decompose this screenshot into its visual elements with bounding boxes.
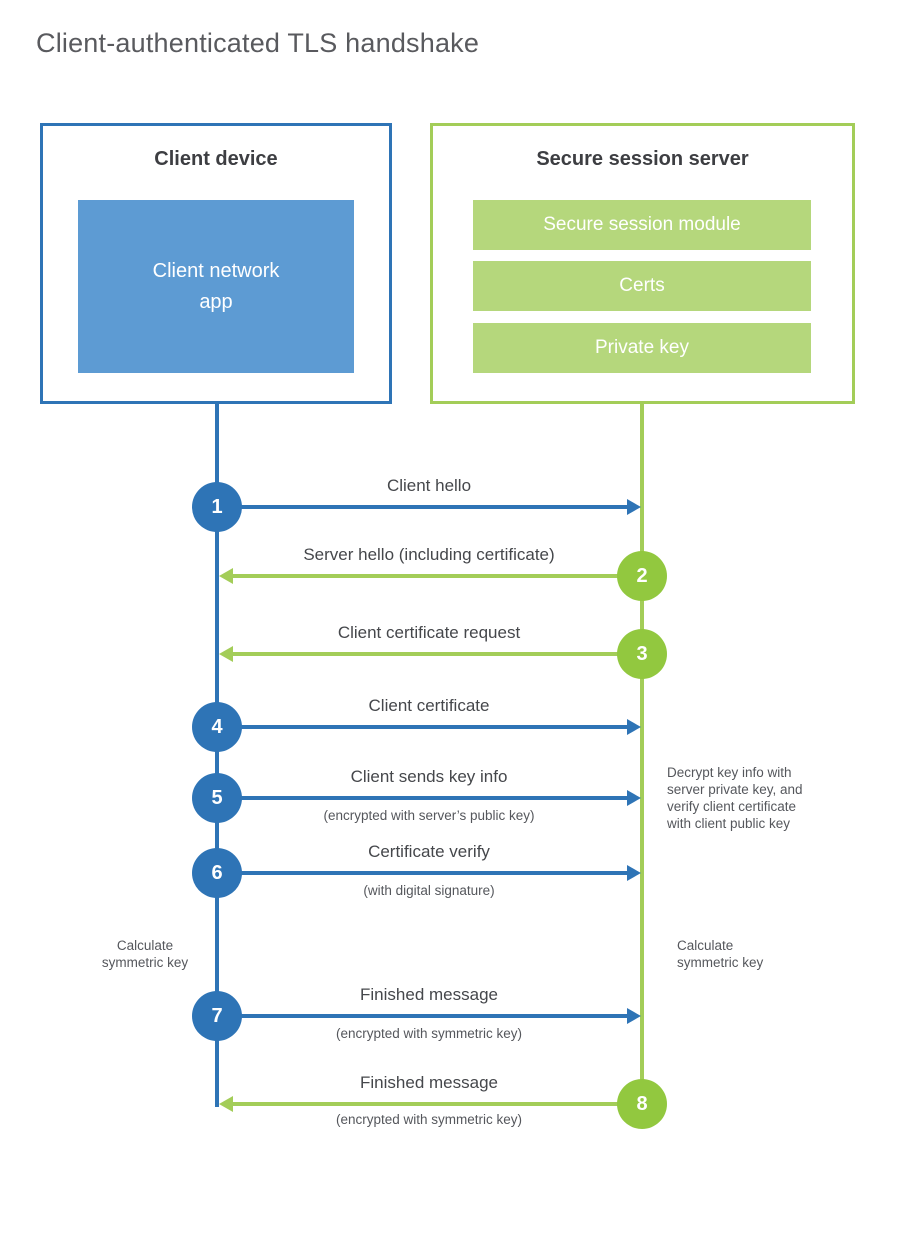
arrow-head-right-icon [627, 719, 641, 735]
step-number-badge: 5 [192, 773, 242, 823]
message-label: Client sends key info [350, 767, 508, 786]
arrow-head-left-icon [219, 1096, 233, 1112]
arrow-head-right-icon [627, 790, 641, 806]
arrow-head-right-icon [627, 1008, 641, 1024]
page-title: Client-authenticated TLS handshake [36, 28, 480, 58]
step-number-badge: 1 [192, 482, 242, 532]
client-network-app-box: Client network app [78, 200, 354, 373]
arrow-line [233, 574, 642, 578]
calculate-symmetric-key-note-left: Calculate symmetric key [101, 938, 189, 970]
arrow-line [233, 652, 642, 656]
server-row-certs: Certs [473, 261, 811, 311]
message-label: Finished message [360, 985, 498, 1004]
message-sublabel: (encrypted with symmetric key) [335, 1112, 523, 1127]
arrow-head-left-icon [219, 646, 233, 662]
arrow-line [217, 871, 627, 875]
arrow-head-right-icon [627, 865, 641, 881]
arrow-head-left-icon [219, 568, 233, 584]
server-row-private-key: Private key [473, 323, 811, 373]
step-number-badge: 7 [192, 991, 242, 1041]
step-number-badge: 3 [617, 629, 667, 679]
message-label: Finished message [360, 1073, 498, 1092]
client-lifeline [215, 402, 219, 1107]
message-label: Client certificate request [337, 623, 521, 642]
secure-session-server-box: Secure session server Secure session mod… [430, 123, 855, 404]
arrow-head-right-icon [627, 499, 641, 515]
step-number-badge: 8 [617, 1079, 667, 1129]
decrypt-key-info-note: Decrypt key info with server private key… [667, 765, 803, 831]
arrow-line [217, 1014, 627, 1018]
message-label: Client hello [386, 476, 472, 495]
message-sublabel: (encrypted with symmetric key) [335, 1026, 523, 1041]
arrow-line [217, 505, 627, 509]
server-lifeline [640, 402, 644, 1104]
step-number-badge: 2 [617, 551, 667, 601]
message-sublabel: (with digital signature) [363, 883, 495, 898]
client-device-title: Client device [154, 148, 278, 170]
arrow-line [217, 796, 627, 800]
server-row-secure-session-module: Secure session module [473, 200, 811, 250]
arrow-line [233, 1102, 642, 1106]
calculate-symmetric-key-note-right: Calculate symmetric key [677, 938, 764, 970]
message-label: Certificate verify [368, 842, 490, 861]
client-device-box: Client device Client network app [40, 123, 392, 404]
step-number-badge: 6 [192, 848, 242, 898]
message-label: Server hello (including certificate) [303, 545, 555, 564]
message-sublabel: (encrypted with server’s public key) [323, 808, 535, 823]
arrow-line [217, 725, 627, 729]
step-number-badge: 4 [192, 702, 242, 752]
message-label: Client certificate [368, 696, 490, 715]
secure-session-server-title: Secure session server [536, 148, 749, 170]
